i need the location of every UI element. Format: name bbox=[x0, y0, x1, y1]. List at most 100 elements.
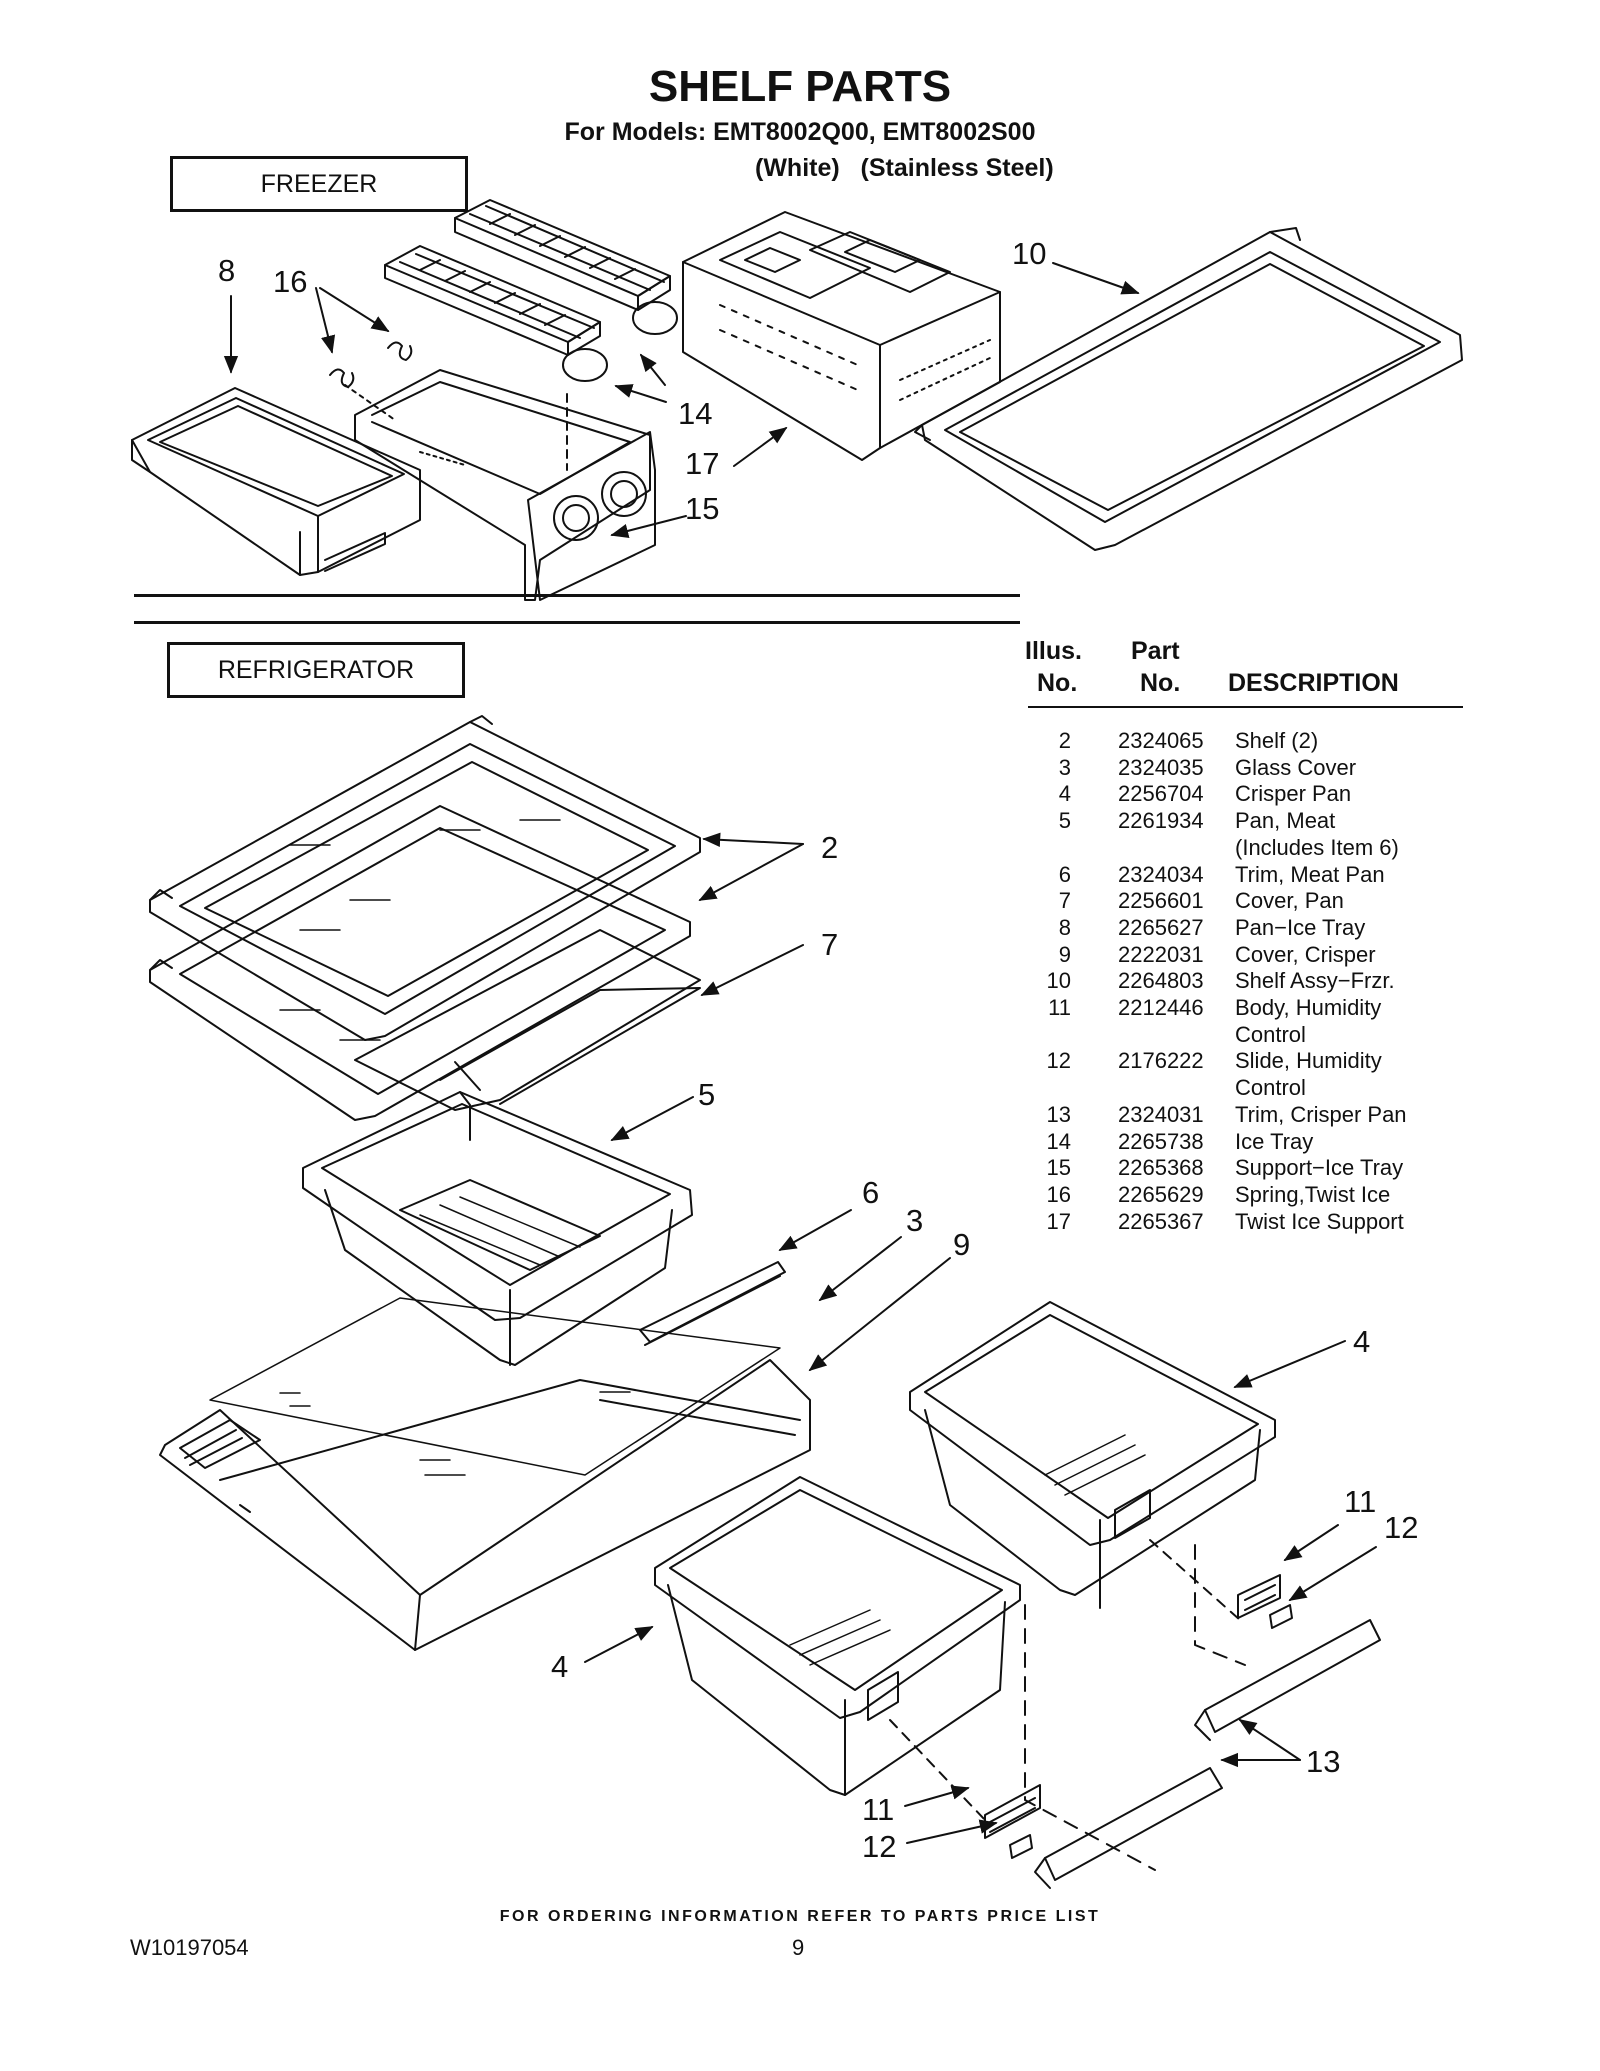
cover-pan-part bbox=[354, 929, 701, 1111]
refrigerator-section-label: REFRIGERATOR bbox=[167, 642, 465, 698]
illus-number: 13 bbox=[1046, 1101, 1071, 1127]
part-description: Body, Humidity Control bbox=[1235, 995, 1382, 1047]
part-description: Slide, Humidity Control bbox=[1235, 1048, 1382, 1101]
part-number: 2265627 bbox=[1118, 914, 1204, 940]
callout-11-left: 11 bbox=[862, 1792, 894, 1827]
ordering-info: FOR ORDERING INFORMATION REFER TO PARTS … bbox=[499, 1908, 1101, 1925]
illus-number: 14 bbox=[1046, 1128, 1071, 1154]
callout-10: 10 bbox=[1012, 236, 1046, 271]
illus-number: 11 bbox=[1048, 995, 1071, 1021]
callout-4-left: 4 bbox=[551, 1649, 568, 1684]
illus-header-line2: No. bbox=[1037, 669, 1078, 697]
models-line: For Models: EMT8002Q00, EMT8002S00 bbox=[564, 118, 1036, 146]
document-number: W10197054 bbox=[130, 1935, 249, 1960]
parts-row: 14 2265738 Ice Tray bbox=[1025, 1129, 1465, 1156]
crisper-pan-part-left bbox=[654, 1476, 1021, 1796]
support-ice-tray-part bbox=[354, 369, 656, 601]
illus-number: 2 bbox=[1058, 728, 1071, 753]
illus-number: 6 bbox=[1058, 861, 1071, 887]
callout-7: 7 bbox=[821, 927, 838, 962]
illus-number: 3 bbox=[1058, 754, 1071, 780]
illus-number: 16 bbox=[1046, 1181, 1071, 1207]
part-description: Glass Cover bbox=[1235, 754, 1357, 780]
section-divider bbox=[134, 594, 1020, 597]
glass-cover-part bbox=[209, 1297, 781, 1476]
callout-9: 9 bbox=[953, 1227, 970, 1262]
illus-number: 5 bbox=[1058, 808, 1071, 834]
parts-row: 2 2324065 Shelf (2) bbox=[1025, 728, 1465, 755]
illus-number: 8 bbox=[1058, 914, 1071, 940]
callout-15: 15 bbox=[685, 491, 719, 526]
part-description: Twist Ice Support bbox=[1235, 1208, 1404, 1234]
part-number: 2265629 bbox=[1118, 1181, 1204, 1207]
illus-number: 12 bbox=[1046, 1048, 1071, 1074]
callout-8: 8 bbox=[218, 253, 235, 288]
crisper-pan-part-right bbox=[909, 1301, 1276, 1609]
part-description: Ice Tray bbox=[1235, 1128, 1314, 1154]
callout-17: 17 bbox=[685, 446, 719, 481]
parts-table: Illus. No. Part No. DESCRIPTION 2 2324065… bbox=[1025, 636, 1465, 1235]
part-number: 2256601 bbox=[1118, 888, 1204, 914]
illus-number: 9 bbox=[1058, 941, 1071, 967]
part-description: Pan, Meat (Includes Item 6) bbox=[1235, 808, 1399, 860]
illus-number: 10 bbox=[1046, 968, 1071, 994]
part-description: Shelf (2) bbox=[1235, 728, 1319, 753]
part-description: Pan−Ice Tray bbox=[1235, 914, 1366, 940]
callout-leaders bbox=[223, 262, 1377, 1844]
callout-6: 6 bbox=[862, 1175, 879, 1210]
section-divider bbox=[134, 621, 1020, 624]
part-number: 2222031 bbox=[1118, 941, 1204, 967]
page-number: 9 bbox=[792, 1935, 805, 1960]
callout-3: 3 bbox=[906, 1203, 923, 1238]
part-header-line1: Part bbox=[1131, 637, 1180, 665]
ice-tray-part bbox=[384, 199, 678, 382]
part-description: Cover, Pan bbox=[1235, 888, 1344, 914]
part-number: 2264803 bbox=[1118, 968, 1204, 994]
meat-pan-part bbox=[302, 1091, 693, 1366]
part-description: Crisper Pan bbox=[1235, 781, 1352, 807]
callout-12-left: 12 bbox=[862, 1829, 896, 1864]
part-header-line2: No. bbox=[1140, 669, 1181, 697]
parts-table-body: 2 2324065 Shelf (2) 3 2324035 Glass Cover 4 225… bbox=[1025, 728, 1465, 1235]
callout-2: 2 bbox=[821, 830, 838, 865]
shelf-assy-freezer-part bbox=[914, 227, 1463, 551]
part-number: 2324034 bbox=[1118, 861, 1204, 887]
callout-4-right: 4 bbox=[1353, 1324, 1370, 1359]
part-number: 2256704 bbox=[1118, 781, 1204, 807]
parts-table-header: Illus. No. Part No. DESCRIPTION bbox=[1025, 636, 1465, 708]
part-number: 2324035 bbox=[1118, 754, 1204, 780]
header-rule bbox=[1028, 706, 1463, 708]
parts-row: 16 2265629 Spring,Twist Ice bbox=[1025, 1182, 1465, 1209]
part-description: Shelf Assy−Frzr. bbox=[1235, 968, 1395, 994]
callout-14: 14 bbox=[678, 396, 712, 431]
illus-number: 17 bbox=[1046, 1208, 1071, 1234]
humidity-control-parts bbox=[889, 1539, 1293, 1871]
spring-twist-ice-part bbox=[329, 341, 413, 421]
parts-row: 8 2265627 Pan−Ice Tray bbox=[1025, 915, 1465, 942]
illus-number: 4 bbox=[1058, 781, 1071, 807]
freezer-section-label: FREEZER bbox=[170, 156, 468, 212]
shelf-part-lower bbox=[149, 805, 691, 1121]
finish-line: (White) (Stainless Steel) bbox=[755, 154, 1054, 182]
part-description: Trim, Crisper Pan bbox=[1235, 1101, 1407, 1127]
cover-crisper-part bbox=[159, 1359, 811, 1651]
page-title: SHELF PARTS bbox=[648, 62, 952, 111]
callout-12-right: 12 bbox=[1384, 1510, 1418, 1545]
parts-row: 6 2324034 Trim, Meat Pan bbox=[1025, 862, 1465, 889]
part-number: 2265738 bbox=[1118, 1128, 1204, 1154]
part-description: Trim, Meat Pan bbox=[1235, 861, 1385, 887]
part-number: 2324031 bbox=[1118, 1101, 1204, 1127]
illus-header-line1: Illus. bbox=[1025, 637, 1082, 665]
description-header: DESCRIPTION bbox=[1228, 669, 1399, 697]
parts-row: 4 2256704 Crisper Pan bbox=[1025, 781, 1465, 808]
illus-number: 15 bbox=[1046, 1155, 1071, 1181]
part-description: Spring,Twist Ice bbox=[1235, 1181, 1391, 1207]
part-number: 2265368 bbox=[1118, 1155, 1204, 1181]
part-number: 2324065 bbox=[1118, 728, 1204, 753]
ice-tray-pan-part bbox=[131, 387, 421, 576]
